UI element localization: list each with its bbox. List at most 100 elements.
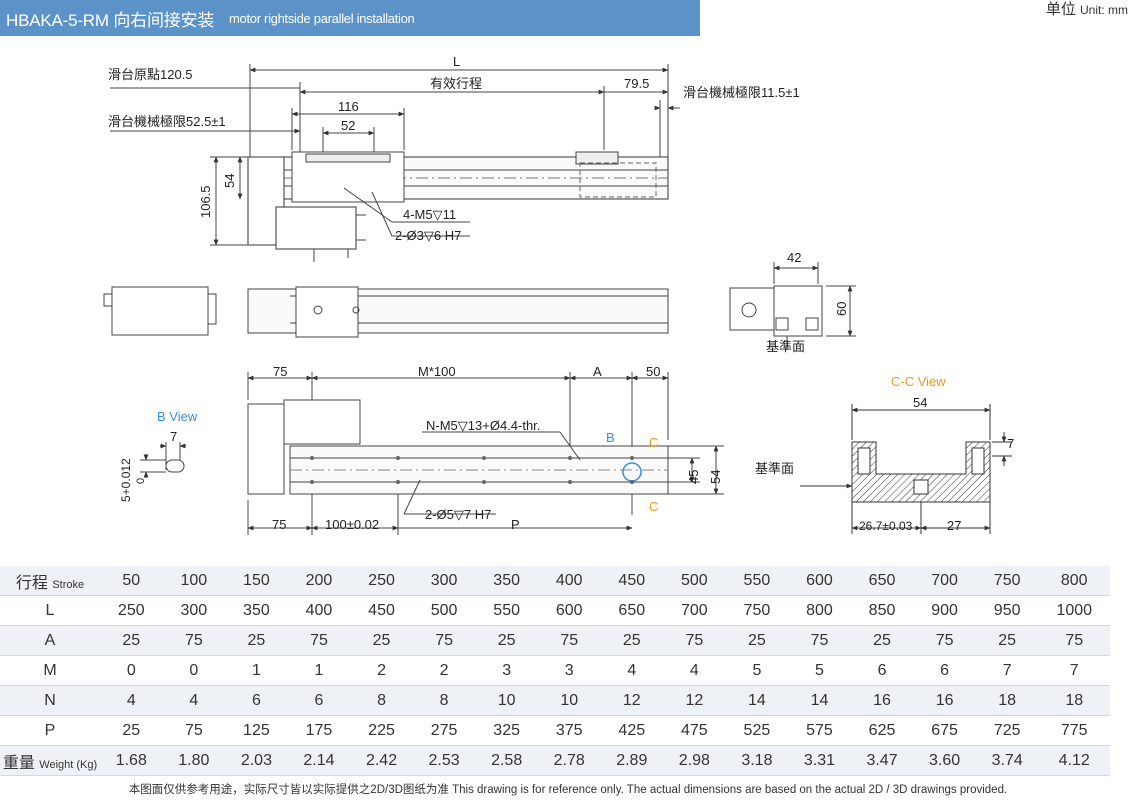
spec-cell: 625 [850,715,914,746]
spec-cell: 2.89 [600,745,664,776]
cc-dim-7: 7 [1007,436,1014,451]
spec-cell: 75 [162,715,226,746]
spec-cell: 75 [788,625,851,656]
dim-75-top: 75 [273,364,287,379]
spec-row-label: A [0,625,100,656]
spec-cell: 200 [287,566,351,596]
spec-cell: 2 [412,655,476,686]
spec-cell: 750 [975,566,1039,596]
spec-cell: 250 [350,566,413,596]
spec-cell: 750 [725,595,789,626]
dim-p: P [511,517,520,532]
spec-cell: 7 [1038,655,1110,686]
note-thread: N-M5▽13+Ø4.4-thr. [426,418,540,433]
slide-limit-right-label: 滑台機械極限11.5±1 [683,85,800,100]
cc-dim-27: 27 [947,518,961,533]
spec-cell: 25 [225,625,288,656]
spec-cell: 14 [788,685,851,716]
spec-cell: 450 [350,595,413,626]
spec-cell: 3 [475,655,538,686]
dim-effective-stroke: 有效行程 [430,76,482,91]
top-view [110,64,680,262]
spec-cell: 0 [162,655,226,686]
spec-label-sub: Weight (Kg) [39,758,98,771]
spec-cell: 900 [913,595,976,626]
spec-cell: 1000 [1038,595,1110,626]
spec-cell: 6 [850,655,914,686]
spec-cell: 500 [663,566,726,596]
title-banner: HBAKA-5-RM 向右间接安装 motor rightside parall… [0,0,700,36]
spec-cell: 50 [100,566,163,596]
bottom-view [247,372,724,535]
spec-cell: 3 [537,655,601,686]
spec-cell: 350 [475,566,538,596]
title-sub: motor rightside parallel installation [229,11,415,26]
spec-cell: 75 [162,625,226,656]
spec-cell: 2.78 [537,745,601,776]
spec-cell: 2.53 [412,745,476,776]
spec-cell: 800 [788,595,851,626]
spec-cell: 700 [663,595,726,626]
ref-surface-label: 基準面 [766,339,805,354]
spec-cell: 18 [975,685,1039,716]
spec-cell: 3.74 [975,745,1039,776]
spec-row-label: P [0,715,100,746]
spec-cell: 2.58 [475,745,538,776]
slide-limit-left-label: 滑台機械極限52.5±1 [108,114,226,129]
spec-label-main: 行程 [15,574,48,592]
spec-cell: 525 [725,715,789,746]
unit-cn: 单位 [1045,1,1076,18]
spec-cell: 2 [350,655,413,686]
spec-cell: 775 [1038,715,1110,746]
spec-cell: 1.68 [100,745,163,776]
spec-label-main: N [44,691,56,709]
spec-cell: 950 [975,595,1039,626]
dim-60: 60 [834,302,849,316]
technical-drawing: L 有效行程 79.5 滑台原點120.5 滑台機械極限52.5±1 滑台機械極… [103,54,1014,535]
spec-cell: 75 [537,625,601,656]
spec-cell: 12 [663,685,726,716]
spec-label-main: P [44,721,56,739]
spec-cell: 25 [600,625,664,656]
spec-cell: 650 [850,566,914,596]
spec-row-label: 行程 Stroke [0,566,100,596]
dim-79-5: 79.5 [624,76,649,91]
dim-75-bot: 75 [272,517,286,532]
spec-cell: 275 [412,715,476,746]
spec-cell: 4 [162,685,226,716]
spec-cell: 6 [913,655,976,686]
spec-cell: 4 [100,685,163,716]
spec-cell: 3.18 [725,745,789,776]
spec-cell: 16 [913,685,976,716]
spec-cell: 4 [600,655,664,686]
dim-l: L [453,54,460,69]
spec-cell: 1.80 [162,745,226,776]
spec-cell: 300 [412,566,476,596]
spec-cell: 175 [287,715,351,746]
spec-cell: 75 [412,625,476,656]
spec-cell: 75 [663,625,726,656]
b-view-tol: 5+0.012 [119,458,133,502]
spec-cell: 25 [350,625,413,656]
spec-cell: 7 [975,655,1039,686]
spec-cell: 150 [225,566,288,596]
unit-label: 单位 Unit: mm [1046,0,1128,19]
spec-cell: 400 [537,566,601,596]
dim-45: 45 [686,470,701,484]
cc-ref-surface: 基準面 [755,461,794,476]
cc-view [800,404,1012,534]
dim-m100: M*100 [418,364,456,379]
mark-c-top: C [649,435,658,450]
spec-cell: 100 [162,566,226,596]
spec-cell: 12 [600,685,664,716]
dim-116: 116 [338,99,359,114]
note-2-pin5: 2-Ø5▽7 H7 [425,507,491,522]
spec-cell: 650 [600,595,664,626]
spec-cell: 500 [412,595,476,626]
cc-dim-54: 54 [913,395,927,410]
